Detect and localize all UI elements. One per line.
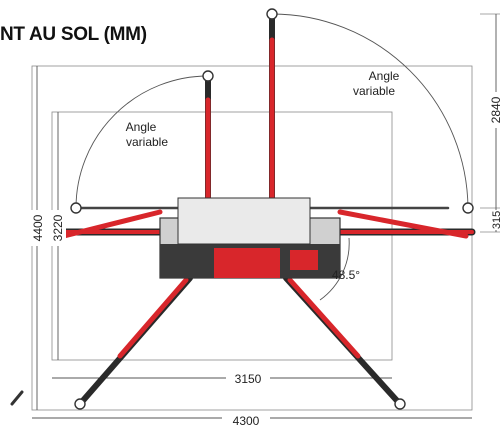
crane-chassis bbox=[159, 197, 341, 279]
dimension-height-outer: 4400 bbox=[31, 214, 45, 241]
dimension-width-inner: 3150 bbox=[235, 372, 262, 386]
pivot-joints bbox=[70, 8, 474, 410]
left-angle-arc bbox=[75, 75, 209, 209]
angle-arcs bbox=[75, 13, 469, 301]
angle-right-line2: variable bbox=[353, 84, 395, 98]
chassis-red-panel-small bbox=[290, 250, 318, 270]
dimension-height-inner: 3220 bbox=[51, 214, 65, 241]
pivot-joint bbox=[70, 202, 82, 214]
engine-block bbox=[177, 197, 311, 245]
dimension-width-outer: 4300 bbox=[233, 414, 260, 425]
slew-angle-label: 48.5° bbox=[332, 268, 360, 282]
pivot-joint bbox=[202, 70, 214, 82]
left-leg-red bbox=[117, 277, 189, 359]
page-title: NT AU SOL (MM) bbox=[0, 24, 147, 45]
angle-left-line2: variable bbox=[126, 135, 168, 149]
slew-angle-arc bbox=[319, 237, 350, 301]
angle-left-line1: Angle bbox=[126, 120, 157, 134]
angle-right-line1: Angle bbox=[369, 69, 400, 83]
pivot-joint bbox=[266, 8, 278, 20]
dimension-right-lower: 315 bbox=[491, 211, 503, 229]
pivot-joint bbox=[462, 202, 474, 214]
right-leg-red bbox=[287, 277, 361, 359]
left-diagonal-red bbox=[61, 209, 163, 239]
right-diagonal-red bbox=[337, 209, 469, 239]
pivot-joint bbox=[394, 398, 406, 410]
pivot-joint bbox=[74, 398, 86, 410]
chassis-red-panel bbox=[214, 248, 280, 278]
right-angle-arc bbox=[271, 13, 469, 209]
tool-icon bbox=[10, 390, 24, 406]
dimension-right-upper: 2840 bbox=[489, 96, 503, 123]
outrigger-arms bbox=[58, 11, 476, 407]
